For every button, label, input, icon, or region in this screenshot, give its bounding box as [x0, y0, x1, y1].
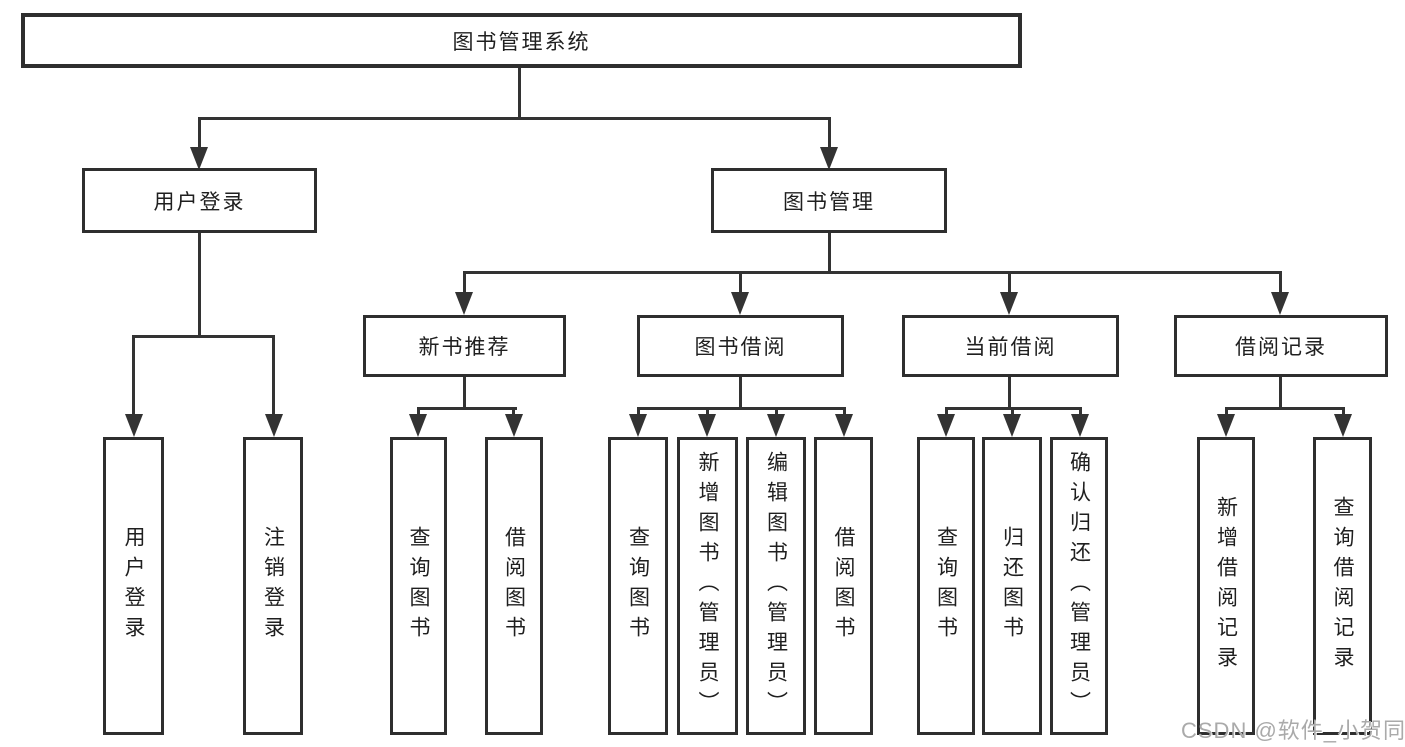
- leaf-cb-return-books-label: 归还图书: [1000, 526, 1024, 646]
- connector-bookborrow-trunk: [739, 375, 742, 410]
- leaf-user-login-label: 用户登录: [122, 526, 145, 646]
- leaf-bb-add-books-admin-label: 新增图书（管理员）: [696, 451, 719, 721]
- leaf-logout-label: 注销登录: [261, 526, 285, 646]
- arrow-down-icon: [265, 414, 283, 437]
- node-root: 图书管理系统: [21, 13, 1022, 68]
- connector-shaft-level3: [739, 271, 742, 293]
- connector-userlogin-hbar: [132, 335, 275, 338]
- connector-root-trunk: [518, 66, 521, 119]
- leaf-cb-query-books-label: 查询图书: [934, 526, 958, 646]
- connector-shaft-leaf: [637, 407, 640, 417]
- leaf-bb-borrow-books-label: 借阅图书: [832, 526, 855, 646]
- connector-shaft-leaf: [272, 335, 275, 416]
- node-root-label: 图书管理系统: [452, 30, 591, 54]
- node-book-mgmt-label: 图书管理: [783, 190, 875, 214]
- leaf-br-add-record-label: 新增借阅记录: [1214, 496, 1238, 676]
- leaf-bb-edit-books-admin-label: 编辑图书（管理员）: [764, 451, 788, 721]
- arrow-down-icon: [835, 414, 853, 437]
- leaf-cb-confirm-return-admin-label: 确认归还（管理员）: [1067, 451, 1091, 721]
- connector-shaft-leaf: [706, 407, 709, 417]
- leaf-cb-return-books: 归还图书: [982, 437, 1042, 735]
- connector-bookborrow-hbar: [637, 407, 846, 410]
- leaf-br-query-record: 查询借阅记录: [1313, 437, 1372, 735]
- arrow-down-icon: [1271, 292, 1289, 315]
- leaf-bb-edit-books-admin: 编辑图书（管理员）: [746, 437, 806, 735]
- node-book-borrow-label: 图书借阅: [694, 336, 787, 359]
- connector-shaft-leaf: [512, 407, 515, 417]
- connector-userlogin-trunk: [198, 231, 201, 338]
- arrow-down-icon: [1334, 414, 1352, 437]
- connector-shaft-leaf: [1225, 407, 1228, 417]
- leaf-bb-query-books: 查询图书: [608, 437, 668, 735]
- connector-shaft-leaf: [945, 407, 948, 417]
- connector-borrowrecord-hbar: [1225, 407, 1344, 410]
- arrow-down-icon: [125, 414, 143, 437]
- connector-bookmgmt-trunk: [828, 231, 831, 274]
- connector-shaft-book-mgmt: [828, 117, 831, 148]
- arrow-down-icon: [1000, 292, 1018, 315]
- arrow-down-icon: [937, 414, 955, 437]
- arrow-down-icon: [455, 292, 473, 315]
- leaf-nbr-query-books-label: 查询图书: [407, 526, 430, 646]
- connector-shaft-leaf: [1342, 407, 1345, 417]
- arrow-down-icon: [767, 414, 785, 437]
- connector-bookmgmt-hbar: [463, 271, 1282, 274]
- connector-shaft-level3: [463, 271, 466, 293]
- node-user-login-label: 用户登录: [153, 190, 246, 214]
- arrow-down-icon: [820, 147, 838, 170]
- leaf-cb-query-books: 查询图书: [917, 437, 975, 735]
- connector-shaft-level3: [1279, 271, 1282, 293]
- connector-root-hbar: [198, 117, 831, 120]
- leaf-bb-query-books-label: 查询图书: [626, 526, 650, 646]
- connector-newbook-trunk: [463, 375, 466, 410]
- node-book-mgmt: 图书管理: [711, 168, 947, 233]
- arrow-down-icon: [731, 292, 749, 315]
- arrow-down-icon: [698, 414, 716, 437]
- node-book-borrow: 图书借阅: [637, 315, 844, 377]
- connector-currentborrow-trunk: [1008, 375, 1011, 410]
- node-new-book-recommend-label: 新书推荐: [418, 336, 511, 359]
- arrow-down-icon: [505, 414, 523, 437]
- connector-borrowrecord-trunk: [1279, 375, 1282, 410]
- arrow-down-icon: [629, 414, 647, 437]
- connector-shaft-level3: [1008, 271, 1011, 293]
- arrow-down-icon: [409, 414, 427, 437]
- leaf-bb-add-books-admin: 新增图书（管理员）: [677, 437, 738, 735]
- leaf-bb-borrow-books: 借阅图书: [814, 437, 873, 735]
- node-new-book-recommend: 新书推荐: [363, 315, 566, 377]
- node-current-borrow: 当前借阅: [902, 315, 1119, 377]
- leaf-nbr-borrow-books: 借阅图书: [485, 437, 543, 735]
- arrow-down-icon: [1003, 414, 1021, 437]
- connector-shaft-leaf: [1079, 407, 1082, 417]
- connector-newbook-hbar: [417, 407, 517, 410]
- node-user-login: 用户登录: [82, 168, 317, 233]
- node-current-borrow-label: 当前借阅: [964, 336, 1057, 359]
- connector-shaft-leaf: [1011, 407, 1014, 417]
- connector-shaft-leaf: [417, 407, 420, 417]
- arrow-down-icon: [1217, 414, 1235, 437]
- connector-shaft-leaf: [775, 407, 778, 417]
- watermark: CSDN @软件_小贺同学: [1181, 718, 1405, 743]
- leaf-nbr-borrow-books-label: 借阅图书: [502, 526, 526, 646]
- arrow-down-icon: [1071, 414, 1089, 437]
- leaf-br-add-record: 新增借阅记录: [1197, 437, 1255, 735]
- arrow-down-icon: [190, 147, 208, 170]
- leaf-logout: 注销登录: [243, 437, 303, 735]
- leaf-br-query-record-label: 查询借阅记录: [1331, 496, 1354, 676]
- leaf-user-login: 用户登录: [103, 437, 164, 735]
- connector-shaft-leaf: [843, 407, 846, 417]
- leaf-cb-confirm-return-admin: 确认归还（管理员）: [1050, 437, 1108, 735]
- connector-shaft-leaf: [132, 335, 135, 416]
- connector-shaft-user-login: [198, 117, 201, 148]
- node-borrow-records-label: 借阅记录: [1235, 336, 1327, 359]
- node-borrow-records: 借阅记录: [1174, 315, 1388, 377]
- leaf-nbr-query-books: 查询图书: [390, 437, 447, 735]
